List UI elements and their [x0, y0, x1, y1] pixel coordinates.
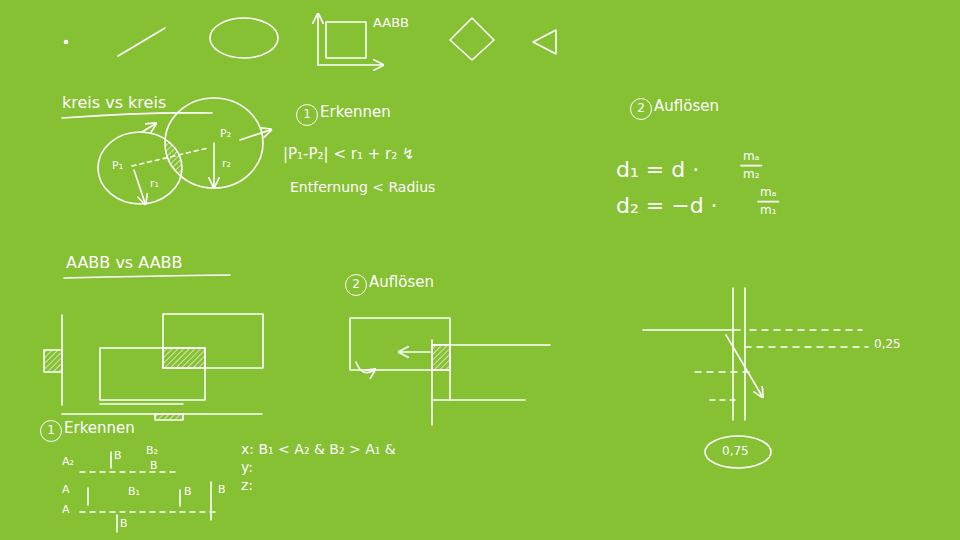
- formula: d₁ = d ·: [616, 158, 699, 182]
- point-label: P₂: [220, 128, 231, 140]
- step-number: 1: [40, 420, 62, 442]
- value-label: 0,75: [722, 445, 749, 458]
- aabb-resolve-sketch: [350, 318, 550, 425]
- fraction-part: m₁: [760, 204, 777, 217]
- interval-label: B: [114, 450, 122, 462]
- interval-label: B: [150, 460, 158, 472]
- interval-label: B: [218, 484, 226, 496]
- formula: |P₁-P₂| < r₁ + r₂ ↯: [283, 146, 415, 163]
- step-number: 1: [296, 104, 318, 126]
- step-number: 2: [630, 98, 652, 120]
- section-heading: kreis vs kreis: [62, 94, 166, 112]
- fraction-part: mₐ: [760, 186, 776, 199]
- condition: z:: [241, 478, 253, 493]
- interval-label: B: [120, 518, 128, 530]
- step-number: 2: [345, 274, 367, 296]
- formula: d₂ = −d ·: [616, 194, 718, 218]
- interval-label: B: [184, 486, 192, 498]
- condition: x: B₁ < A₂ & B₂ > A₁ &: [241, 442, 396, 457]
- interval-label: A₂: [62, 456, 74, 468]
- shape-label: AABB: [373, 16, 409, 30]
- interval-label: A: [62, 484, 70, 496]
- fraction-bar: [758, 201, 779, 203]
- aabb-collision-sketch: [44, 275, 263, 420]
- step-title: Auflösen: [654, 98, 719, 115]
- interval-label: B₂: [146, 445, 158, 457]
- radius-label: r₂: [222, 158, 231, 170]
- fraction-bar: [741, 165, 762, 167]
- fraction-part: mₐ: [743, 150, 759, 163]
- shape-row: [65, 15, 557, 65]
- radius-label: r₁: [150, 178, 159, 190]
- axis-resolve-sketch: [643, 288, 868, 468]
- interval-label: A: [62, 504, 70, 516]
- step-title: Erkennen: [64, 420, 135, 437]
- circle-collision-sketch: [62, 98, 270, 204]
- value-label: 0,25: [874, 338, 901, 351]
- point-label: P₁: [112, 160, 123, 172]
- step-title: Auflösen: [369, 274, 434, 291]
- step-title: Erkennen: [320, 104, 391, 121]
- section-heading: AABB vs AABB: [66, 254, 183, 272]
- note: Entfernung < Radius: [290, 180, 435, 195]
- interval-label: B₁: [128, 486, 140, 498]
- condition: y:: [241, 460, 253, 475]
- interval-sketch: [80, 452, 215, 532]
- fraction-part: m₂: [743, 168, 760, 181]
